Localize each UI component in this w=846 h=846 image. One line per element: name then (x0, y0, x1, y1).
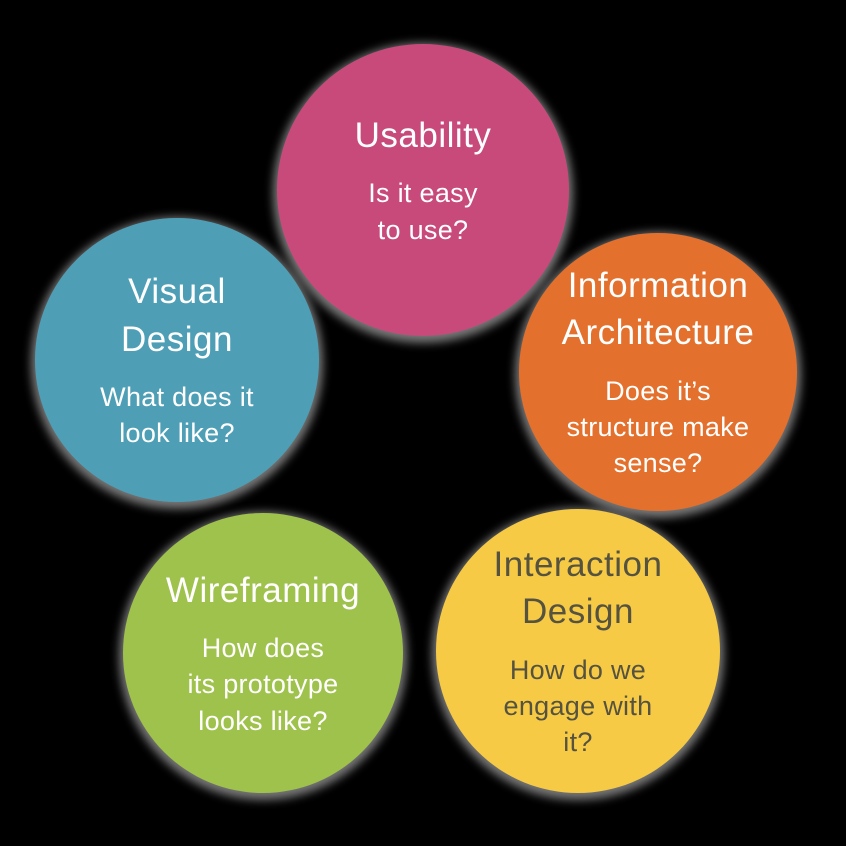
circle-visual-design-title: Visual Design (121, 272, 233, 359)
circle-visual-design: Visual Design What does it look like? (35, 218, 319, 502)
circle-wireframing-title: Wireframing (165, 570, 361, 610)
circle-interaction-design-content: Interaction Design How do we engage with… (494, 541, 663, 761)
circle-information-architecture-body: Does it’s structure make sense? (566, 375, 750, 479)
circle-wireframing-body: How does its prototype looks like? (187, 632, 339, 736)
circle-interaction-design-body: How do we engage with it? (503, 654, 653, 758)
circle-information-architecture-content: Information Architecture Does it’s struc… (562, 262, 755, 482)
circle-interaction-design-title: Interaction Design (493, 545, 663, 632)
circle-usability: Usability Is it easy to use? (277, 44, 569, 336)
circle-information-architecture-title: Information Architecture (561, 266, 755, 353)
circle-wireframing: Wireframing How does its prototype looks… (123, 513, 403, 793)
circle-visual-design-body: What does it look like? (100, 381, 254, 449)
circle-usability-title: Usability (354, 115, 492, 155)
circle-information-architecture: Information Architecture Does it’s struc… (519, 233, 797, 511)
circle-usability-body: Is it easy to use? (368, 178, 478, 245)
circle-wireframing-content: Wireframing How does its prototype looks… (166, 567, 360, 740)
circle-usability-content: Usability Is it easy to use? (355, 112, 492, 248)
circle-interaction-design: Interaction Design How do we engage with… (436, 509, 720, 793)
circle-visual-design-content: Visual Design What does it look like? (100, 268, 254, 451)
